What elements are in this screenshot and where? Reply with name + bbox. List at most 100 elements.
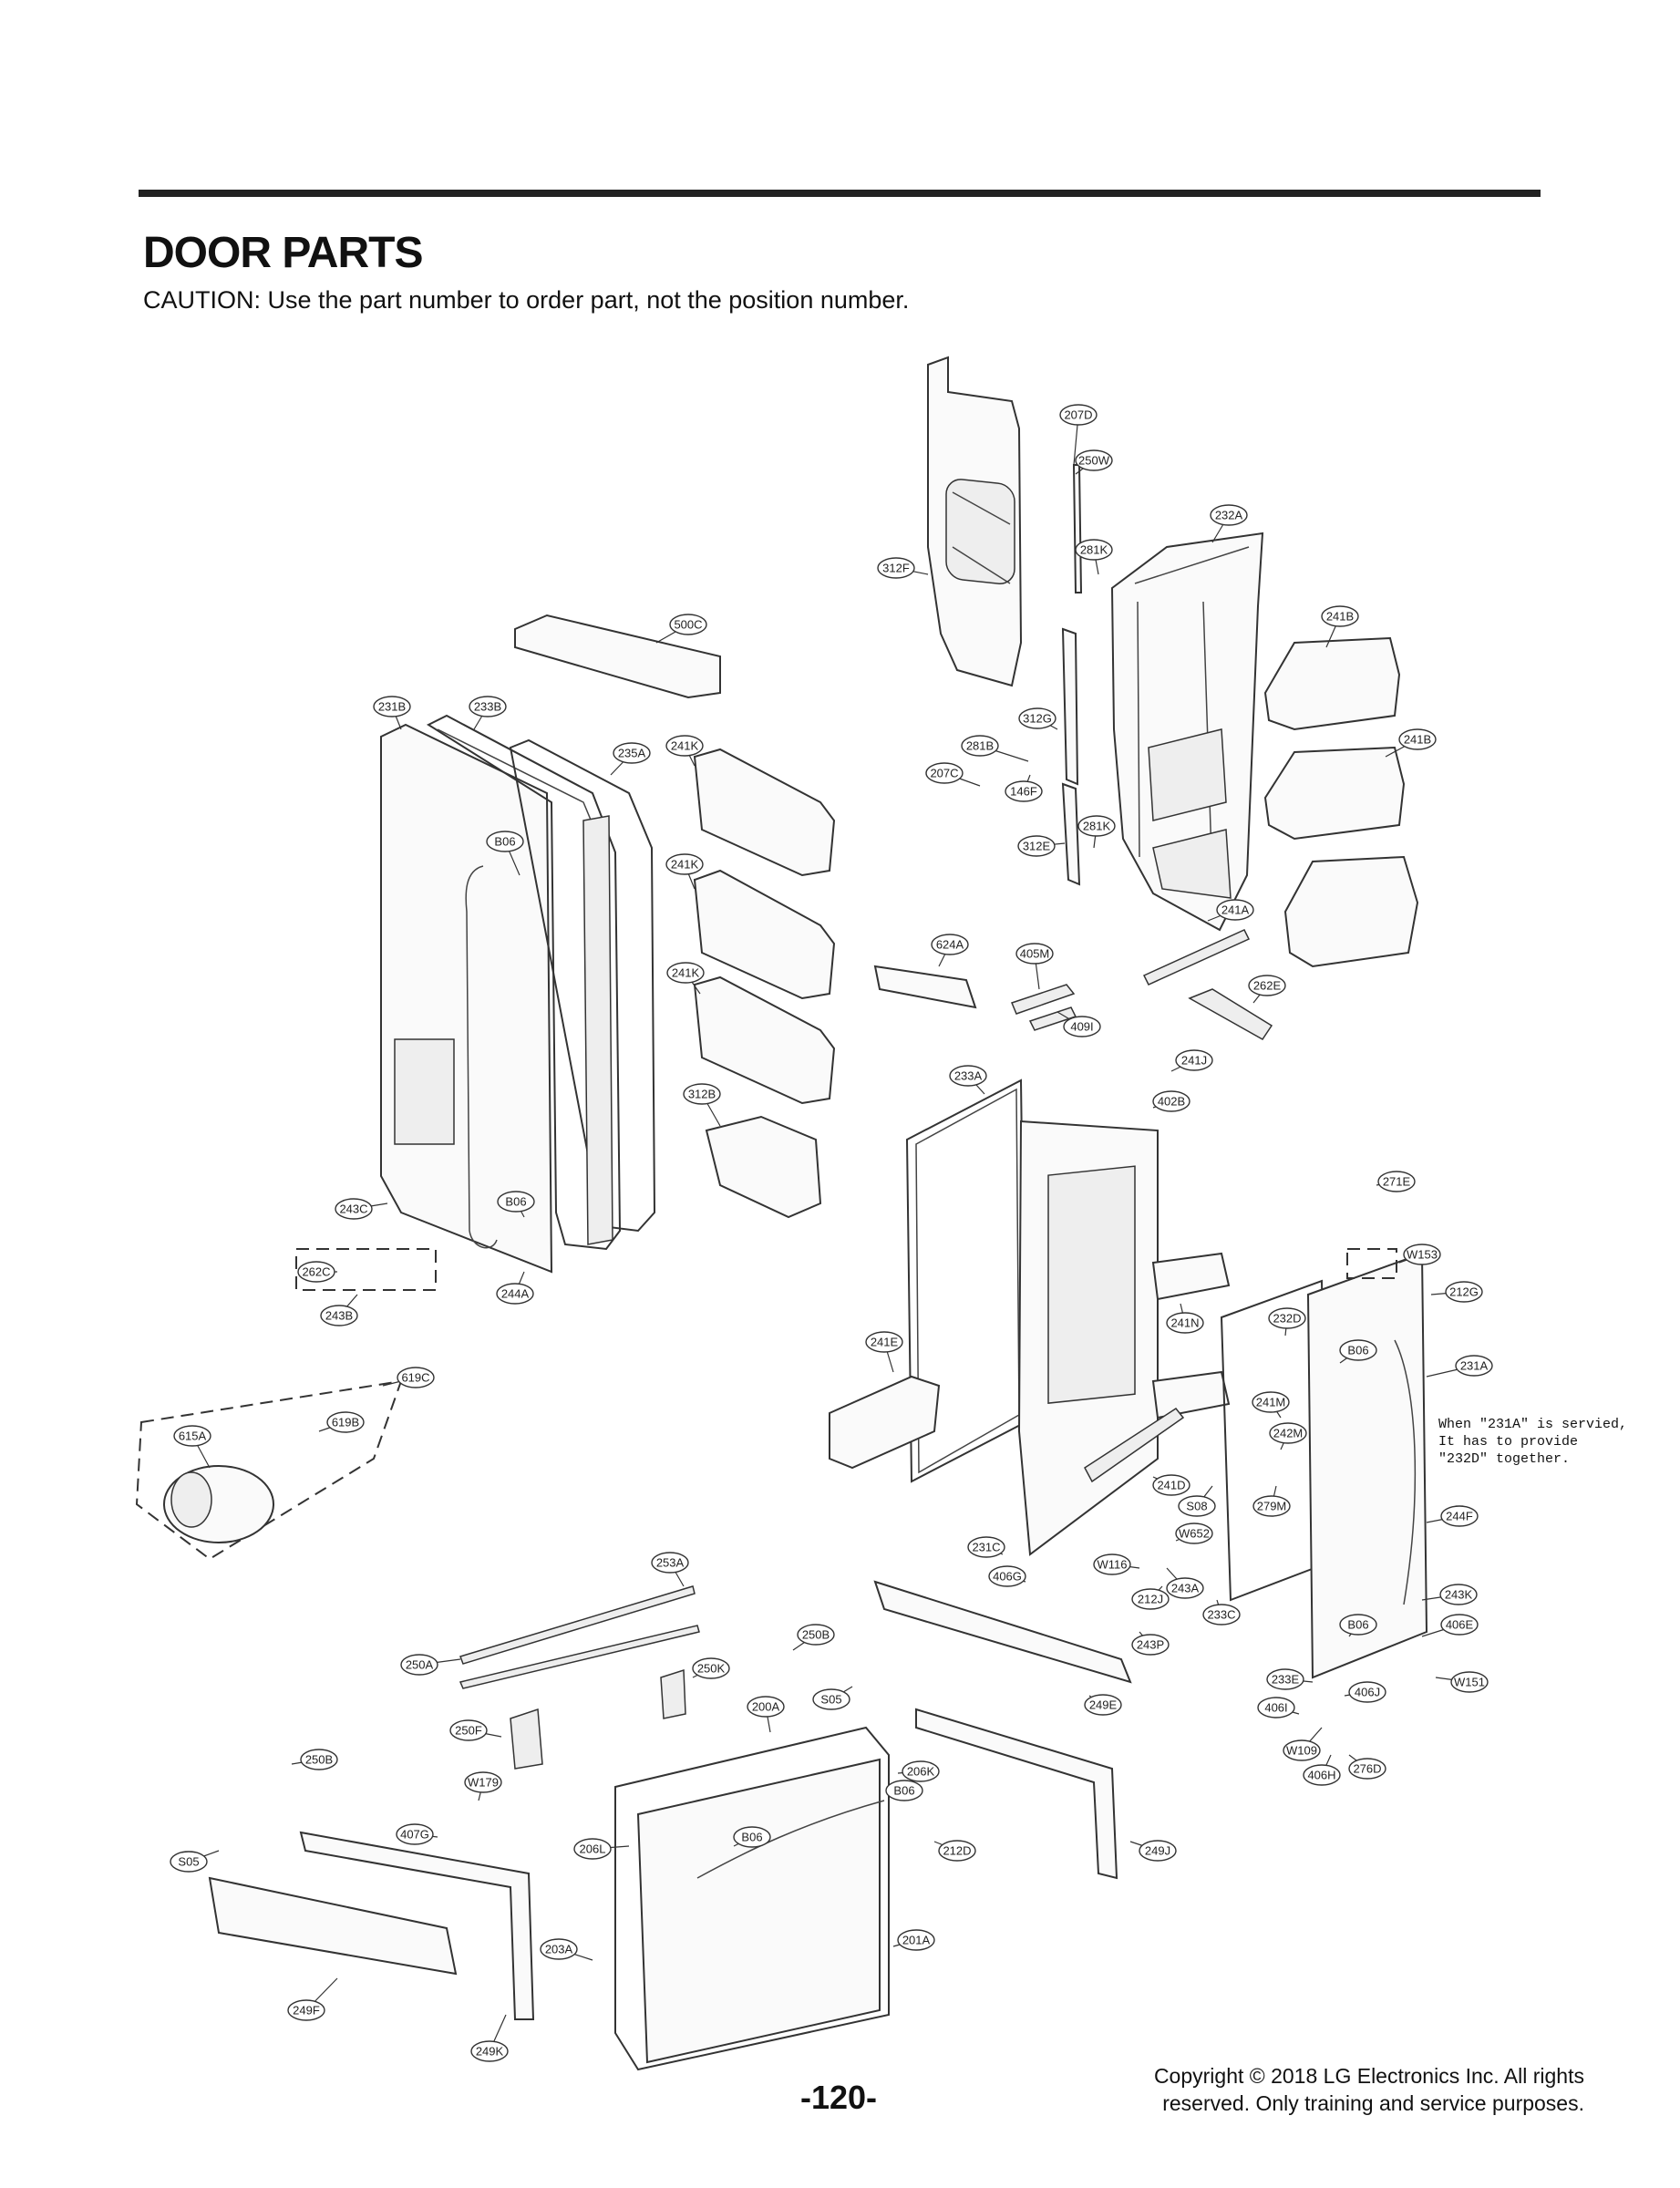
callout-text: 271E xyxy=(1383,1175,1411,1189)
callout-406i: 406I xyxy=(1257,1697,1295,1718)
callout-249e: 249E xyxy=(1084,1694,1122,1716)
callout-409i: 409I xyxy=(1063,1016,1101,1037)
callout-text: 212G xyxy=(1449,1285,1479,1299)
callout-text: 406J xyxy=(1355,1686,1380,1699)
callout-233c: 233C xyxy=(1202,1604,1241,1626)
callout-242m: 242M xyxy=(1269,1422,1307,1444)
callout-241j: 241J xyxy=(1175,1049,1213,1071)
callout-402b: 402B xyxy=(1152,1090,1190,1112)
callout-text: B06 xyxy=(893,1784,914,1798)
callout-text: 249F xyxy=(293,2004,320,2018)
callout-406g: 406G xyxy=(988,1565,1026,1587)
callout-text: 407G xyxy=(400,1828,429,1842)
callout-249k: 249K xyxy=(470,2040,509,2062)
copyright-text: Copyright © 2018 LG Electronics Inc. All… xyxy=(1153,2064,1584,2115)
callout-text: S05 xyxy=(820,1693,841,1707)
callout-text: 262C xyxy=(302,1265,330,1279)
callout-241n: 241N xyxy=(1166,1312,1204,1334)
callout-203a: 203A xyxy=(540,1938,578,1960)
callout-text: W116 xyxy=(1098,1558,1128,1572)
callout-text: B06 xyxy=(1347,1344,1368,1357)
callout-text: 312F xyxy=(882,562,910,575)
callout-244f: 244F xyxy=(1440,1505,1479,1527)
callout-s05: S05 xyxy=(812,1688,850,1710)
callout-b06: B06 xyxy=(486,831,524,852)
callout-b06: B06 xyxy=(1339,1339,1377,1361)
callout-text: 212J xyxy=(1138,1593,1163,1606)
callout-text: 409I xyxy=(1070,1020,1093,1034)
callout-text: 241A xyxy=(1221,903,1250,917)
callout-206k: 206K xyxy=(902,1760,940,1782)
parts-art xyxy=(135,356,1428,2071)
callout-207c: 207C xyxy=(925,762,964,784)
page-number: -120- xyxy=(800,2079,878,2116)
callout-271e: 271E xyxy=(1377,1171,1416,1192)
callout-text: B06 xyxy=(741,1831,762,1844)
callout-text: 241E xyxy=(871,1336,899,1349)
callout-text: 241K xyxy=(671,858,699,872)
callout-279m: 279M xyxy=(1252,1495,1291,1517)
callout-text: 243A xyxy=(1171,1582,1200,1595)
header-rule xyxy=(139,190,1541,197)
callout-text: 276D xyxy=(1353,1762,1381,1776)
page-title: DOOR PARTS xyxy=(143,229,423,277)
callout-231c: 231C xyxy=(967,1536,1005,1558)
callout-231b: 231B xyxy=(373,696,411,717)
callout-text: W153 xyxy=(1407,1248,1438,1262)
callout-243p: 243P xyxy=(1131,1634,1170,1656)
callout-b06: B06 xyxy=(497,1191,535,1213)
callout-text: 232D xyxy=(1273,1312,1301,1326)
callout-text: 241K xyxy=(672,966,700,980)
callout-text: 207C xyxy=(930,767,958,780)
callout-235a: 235A xyxy=(613,742,651,764)
callout-text: 231B xyxy=(378,700,406,714)
callout-232a: 232A xyxy=(1210,504,1248,526)
callout-text: 146F xyxy=(1010,785,1037,799)
callout-text: 212D xyxy=(943,1844,971,1858)
callout-text: 406E xyxy=(1446,1618,1474,1632)
callout-250a: 250A xyxy=(400,1654,438,1676)
callout-text: 615A xyxy=(179,1429,207,1443)
callout-text: 253A xyxy=(656,1556,685,1570)
callout-624a: 624A xyxy=(931,934,969,955)
callout-text: 243P xyxy=(1137,1638,1164,1652)
callout-241d: 241D xyxy=(1152,1474,1190,1496)
callout-500c: 500C xyxy=(669,614,707,635)
callout-text: 232A xyxy=(1215,509,1243,522)
callout-312b: 312B xyxy=(683,1083,721,1105)
callout-241e: 241E xyxy=(865,1331,903,1353)
callout-text: W652 xyxy=(1179,1527,1210,1541)
callout-276d: 276D xyxy=(1348,1758,1386,1780)
callout-249f: 249F xyxy=(287,1999,325,2021)
callout-w652: W652 xyxy=(1175,1522,1213,1544)
callout-250w: 250W xyxy=(1075,449,1113,471)
callout-text: 235A xyxy=(618,747,646,760)
callout-text: 312B xyxy=(688,1088,716,1101)
callout-text: 249E xyxy=(1089,1698,1118,1712)
callout-207d: 207D xyxy=(1059,404,1098,426)
callout-250b: 250B xyxy=(300,1749,338,1770)
callout-241a: 241A xyxy=(1216,899,1254,921)
callout-text: 249J xyxy=(1145,1844,1170,1858)
callout-212d: 212D xyxy=(938,1840,976,1862)
callout-text: 201A xyxy=(902,1934,931,1947)
callout-s08: S08 xyxy=(1178,1495,1216,1517)
callout-201a: 201A xyxy=(897,1929,935,1951)
callout-text: 279M xyxy=(1257,1500,1287,1513)
callout-text: 241M xyxy=(1256,1396,1286,1409)
callout-text: 233A xyxy=(954,1069,983,1083)
callout-text: 402B xyxy=(1158,1095,1185,1109)
callout-text: 243B xyxy=(325,1309,353,1323)
callout-406h: 406H xyxy=(1303,1764,1341,1786)
callout-text: 241D xyxy=(1157,1479,1185,1492)
callout-text: 406I xyxy=(1264,1701,1287,1715)
callout-text: 231A xyxy=(1460,1359,1489,1373)
callout-619b: 619B xyxy=(326,1411,365,1433)
callout-249j: 249J xyxy=(1139,1840,1177,1862)
callout-text: 250B xyxy=(802,1628,830,1642)
callout-text: 241B xyxy=(1326,610,1354,624)
callout-243k: 243K xyxy=(1439,1584,1478,1605)
callout-233e: 233E xyxy=(1266,1668,1304,1690)
callout-text: S05 xyxy=(178,1855,199,1869)
